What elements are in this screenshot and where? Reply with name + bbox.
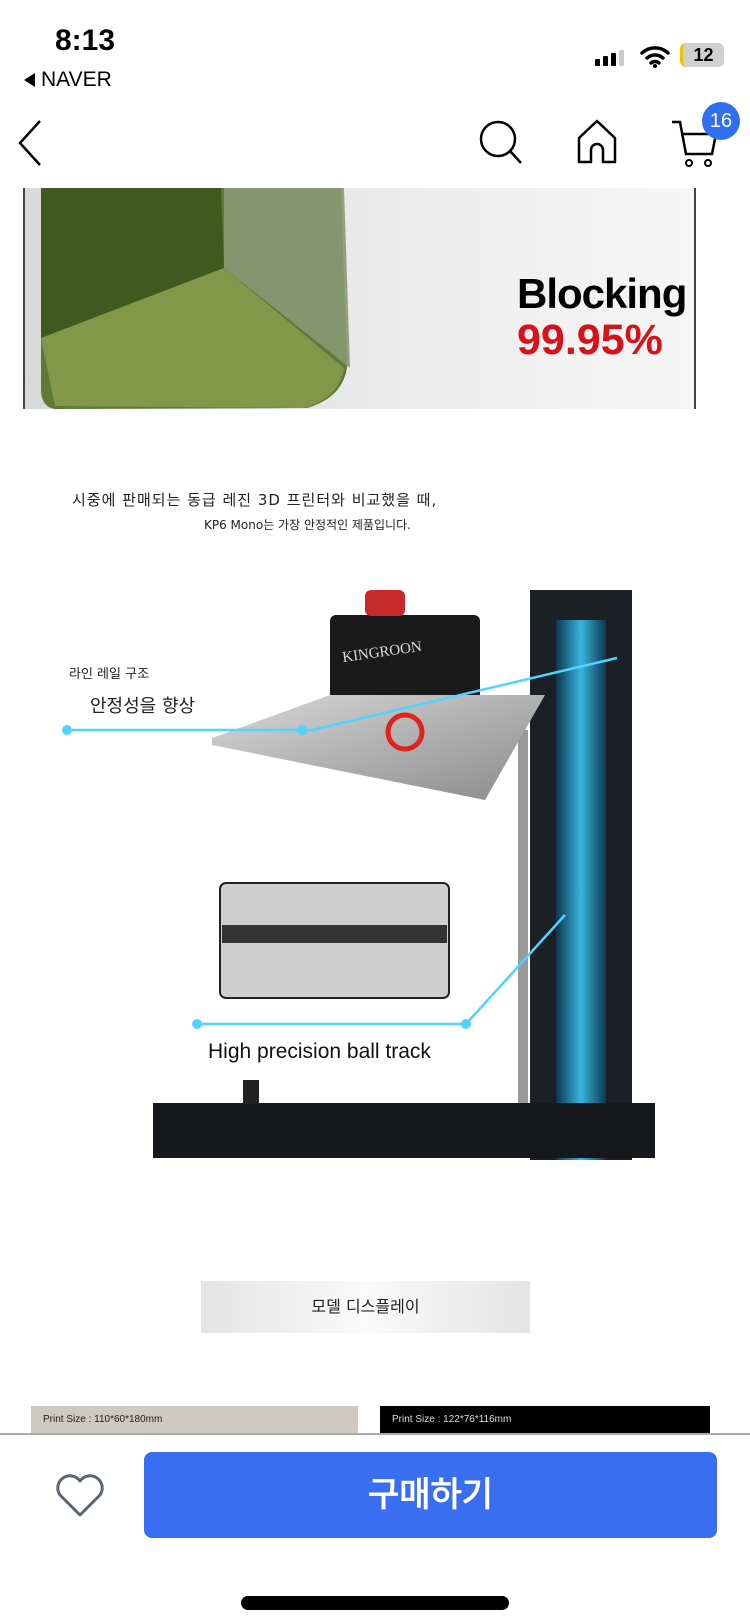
search-icon[interactable] [478,118,524,166]
printer-base [153,1103,655,1158]
status-time: 8:13 [55,24,116,57]
uv-cover-image: Blocking 99.95% [23,188,696,409]
stability-label: 안정성을 향상 [90,696,196,717]
red-circle-mark [385,712,425,752]
back-button[interactable] [16,118,46,168]
wifi-icon [640,46,670,68]
build-plate [212,695,545,800]
back-to-naver[interactable]: NAVER [24,68,112,92]
compare-text-line2: KP6 Mono는 가장 안정적인 제품입니다. [204,518,411,532]
lead-screw [518,730,528,1130]
print-size-thumb-1: Print Size : 110*60*180mm [31,1406,358,1433]
red-knob [365,590,405,616]
green-cover-graphic [41,188,350,409]
print-size-thumb-2: Print Size : 122*76*116mm [380,1406,710,1433]
rail-structure-label: 라인 레일 구조 [69,667,150,682]
model-display-banner: 모델 디스플레이 [201,1281,530,1333]
back-triangle-icon [24,73,35,87]
callout-line-rail [67,656,618,732]
home-indicator[interactable] [241,1596,509,1610]
ball-track-label: High precision ball track [208,1040,431,1063]
blocking-percentage: 99.95% [517,316,663,364]
battery-indicator: 12 [680,43,724,67]
cart-count-badge: 16 [702,102,740,140]
buy-button[interactable]: 구매하기 [144,1452,717,1538]
home-icon[interactable] [575,118,619,166]
compare-text-line1: 시중에 판매되는 동급 레진 3D 프린터와 비교했을 때, [72,491,438,509]
blocking-title: Blocking [517,270,687,317]
printer-illustration: KINGROON [62,590,655,1160]
heart-icon[interactable] [54,1473,106,1519]
signal-icon [595,50,624,66]
column-glow [556,620,606,1160]
back-app-label: NAVER [41,68,112,91]
base-knob [243,1080,259,1104]
